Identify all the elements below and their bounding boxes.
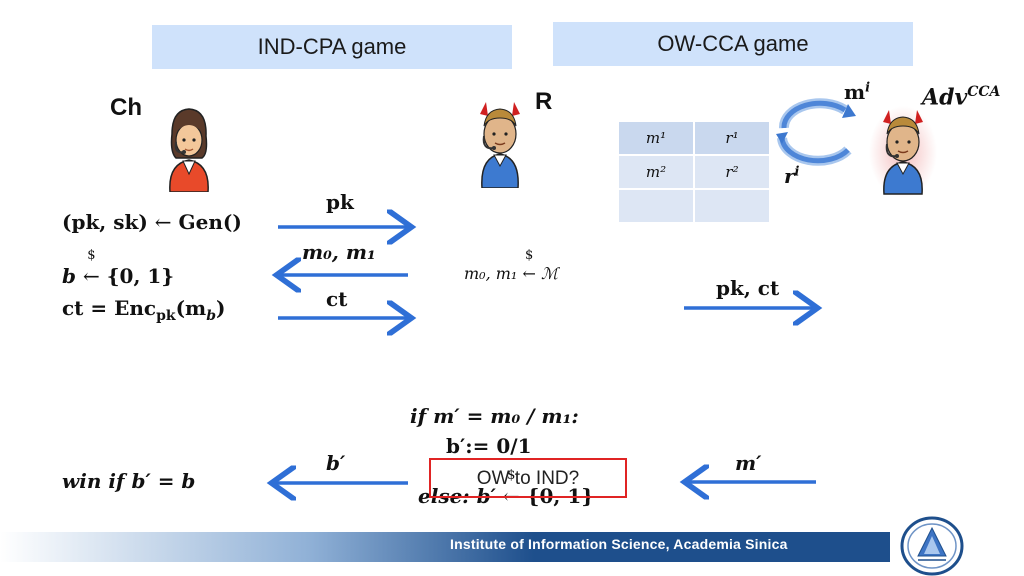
msg-pk: pk	[326, 190, 354, 214]
label-r-i: ri	[784, 164, 800, 188]
oracle-table: m¹ r¹ m² r²	[617, 120, 771, 224]
table-cell: m¹	[617, 120, 695, 156]
table-row: m¹ r¹	[617, 120, 771, 156]
challenger-avatar-icon	[169, 108, 209, 192]
reduction-assign-line: b′:= 0/1	[446, 434, 532, 458]
institution-name: Institute of Information Science, Academ…	[450, 536, 788, 552]
ct-arg-open: (m	[175, 296, 207, 320]
msg-b-prime: b′	[326, 451, 346, 475]
footer-bar	[0, 532, 1024, 576]
keygen-lhs: (pk, sk)	[62, 210, 148, 234]
ind-cpa-title: IND-CPA game	[257, 34, 407, 59]
sample-dollar-b: $	[87, 248, 96, 263]
msg-ct: ct	[326, 287, 348, 311]
table-row	[617, 188, 771, 224]
actor-r-label: R	[535, 88, 553, 115]
b-var: b	[62, 264, 76, 288]
table-cell	[617, 188, 695, 224]
red-sample-rhs: ℳ	[540, 264, 559, 283]
m-i-sup: i	[865, 80, 871, 96]
r-i-sup: i	[794, 164, 800, 180]
cycle-arrows-icon	[776, 98, 856, 166]
callout-text: OW to IND?	[476, 468, 580, 489]
red-arrow-glyph: ←	[522, 264, 536, 283]
keygen-rhs: Gen()	[178, 210, 242, 234]
else-dollar: $	[507, 468, 516, 483]
ct-line: ct = Encpk(mb)	[62, 296, 225, 324]
assign-text: b′:= 0/1	[446, 434, 532, 458]
table-cell: r²	[693, 154, 771, 190]
msg-pk-ct: pk, ct	[716, 276, 780, 300]
adv-name: Adv	[922, 84, 968, 111]
red-sample-arrow: $←	[522, 248, 536, 283]
ct-arg-sub: b	[206, 308, 216, 324]
ow-cca-header: OW-CCA game	[553, 22, 913, 66]
keygen-line: (pk, sk) ← Gen()	[62, 210, 242, 234]
ow-to-ind-callout: OW to IND?	[429, 458, 627, 498]
institution-logo-icon	[900, 516, 964, 576]
keygen-arrow: ←	[154, 210, 172, 234]
label-m-i: mi	[844, 80, 870, 104]
sample-arrow: $←	[82, 248, 100, 288]
actor-ch-label: Ch	[110, 94, 142, 121]
adversary-devil-avatar-icon	[869, 106, 937, 198]
ct-arg-close: )	[215, 296, 226, 320]
ind-cpa-header: IND-CPA game	[152, 25, 512, 69]
adv-superscript: CCA	[967, 84, 1001, 100]
ct-lhs: ct = Enc	[62, 296, 157, 320]
ct-sub: pk	[156, 308, 176, 324]
msg-m-prime: m′	[735, 451, 762, 475]
table-cell	[693, 188, 771, 224]
red-sample-lhs: m₀, m₁	[464, 264, 518, 283]
reduction-devil-avatar-icon	[480, 102, 520, 188]
table-row: m² r²	[617, 154, 771, 190]
actor-adv-label: AdvCCA	[922, 84, 1000, 110]
msg-m0m1: m₀, m₁	[302, 240, 376, 264]
table-cell: m²	[617, 154, 695, 190]
ow-cca-title: OW-CCA game	[657, 31, 809, 56]
red-sample-dollar: $	[525, 248, 534, 263]
reduction-if-line: if m′ = m₀ / m₁:	[410, 404, 579, 428]
table-cell: r¹	[693, 120, 771, 156]
sample-b-line: b $← {0, 1}	[62, 248, 175, 288]
win-condition: win if b′ = b	[62, 469, 196, 493]
b-set: {0, 1}	[106, 264, 175, 288]
m-i-base: m	[844, 80, 866, 104]
r-i-base: r	[784, 164, 795, 188]
reduction-sample-line: m₀, m₁ $← ℳ	[464, 248, 559, 283]
footer-text-wrap: Institute of Information Science, Academ…	[0, 528, 1024, 576]
